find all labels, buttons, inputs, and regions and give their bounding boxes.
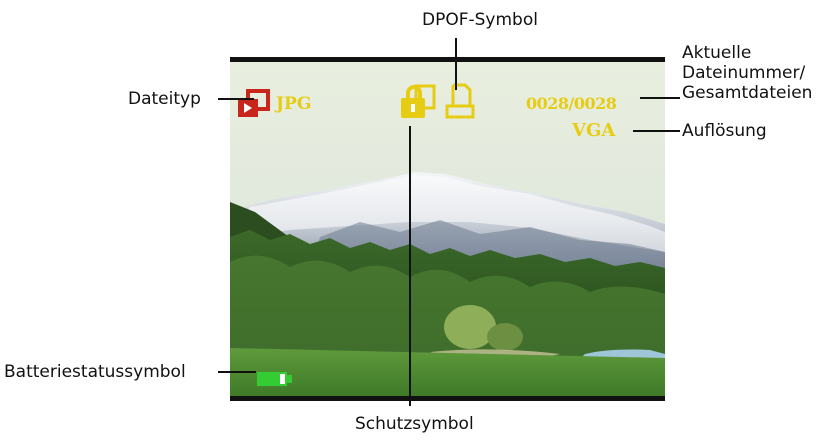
file-type-label: Dateityp <box>128 89 201 109</box>
print-document-icon <box>444 82 476 120</box>
protect-label: Schutzsymbol <box>355 414 474 434</box>
current-total-line-1: Aktuelle <box>682 43 752 63</box>
lock-icon <box>398 84 440 120</box>
resolution-label: Auflösung <box>682 121 767 141</box>
file-counter-text: 0028/0028 <box>526 94 617 113</box>
current-total-line-2: Dateinummer/ <box>682 63 806 83</box>
camera-screen: JPG 0028/0028 VGA <box>230 57 665 401</box>
battery-label: Batteriestatussymbol <box>4 362 186 382</box>
resolution-text: VGA <box>572 120 616 141</box>
file-type-icon <box>236 89 270 119</box>
file-format-text: JPG <box>276 94 312 114</box>
current-total-line-3: Gesamtdateien <box>682 83 813 103</box>
current-total-label: Aktuelle Dateinummer/ Gesamtdateien <box>682 43 812 103</box>
battery-icon <box>256 370 294 388</box>
dpof-label: DPOF-Symbol <box>422 10 538 30</box>
